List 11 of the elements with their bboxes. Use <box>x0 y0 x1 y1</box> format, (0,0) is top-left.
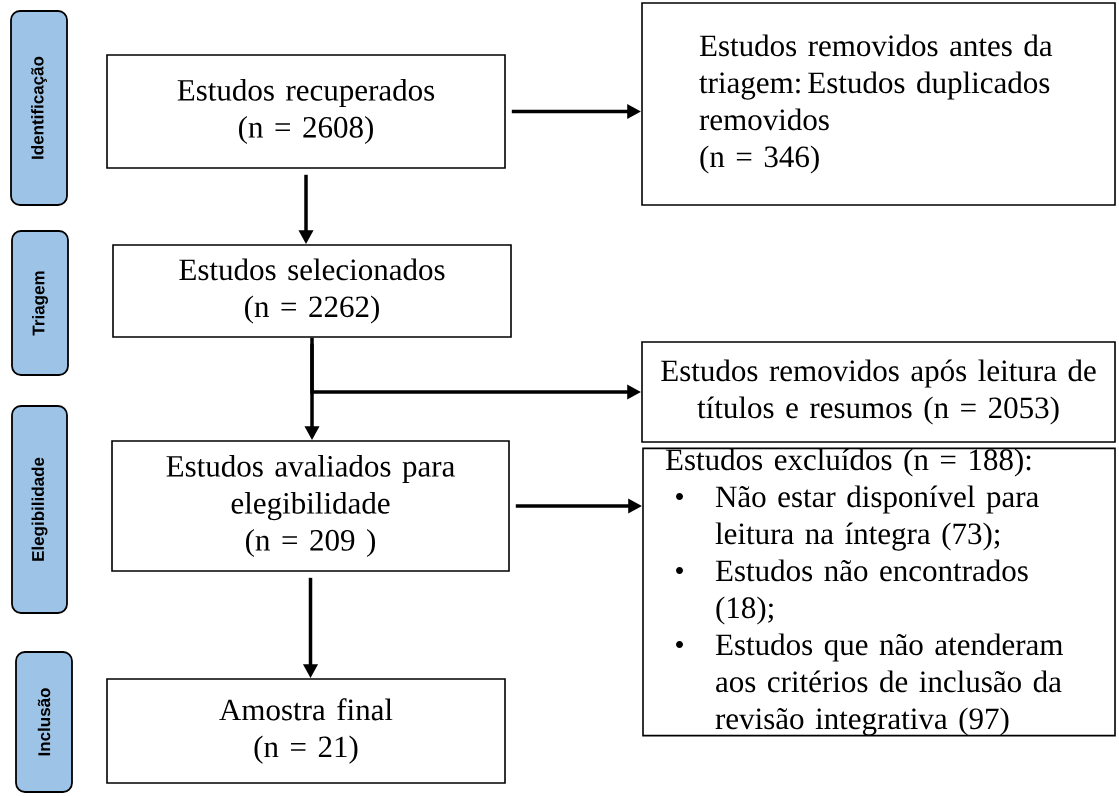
stage-band: Triagem <box>11 230 69 376</box>
stage-band: Elegibilidade <box>11 405 68 614</box>
process-box: Estudos removidos após leitura de títulos e resumos (n = 2053) <box>641 341 1116 443</box>
process-box: Estudos removidos antes da triagem: Estudos duplicados removidos (n = 346) <box>641 2 1116 206</box>
process-box: Estudos excluídos (n = 188): Não estar disponível para leitura na íntegra (73); Estudos não encontrados (18); Estudos que não atenderam aos critérios de inclusão da revisão integrativa (97) <box>642 447 1116 737</box>
stage-band: Inclusão <box>15 651 73 793</box>
process-box: Estudos selecionados (n = 2262) <box>112 244 512 338</box>
process-box: Estudos recuperados (n = 2608) <box>106 54 506 169</box>
process-box: Estudos avaliados para elegibilidade (n = 209 ) <box>111 440 510 572</box>
process-box: Amostra final (n = 21) <box>106 678 506 784</box>
stage-band: Identificação <box>10 10 68 206</box>
